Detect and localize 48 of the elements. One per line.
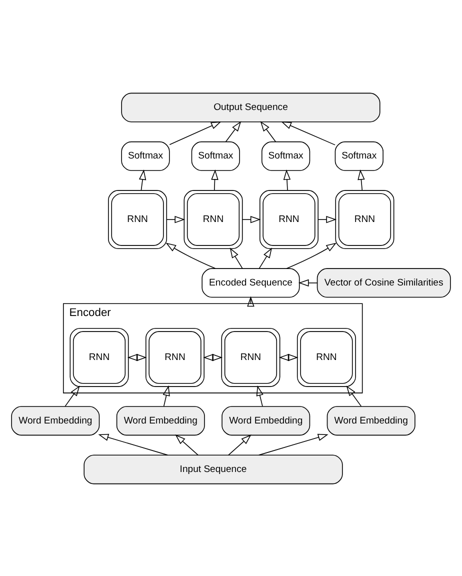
arrow bbox=[166, 242, 216, 268]
arrow bbox=[211, 168, 218, 190]
node-box: Output Sequence bbox=[121, 92, 380, 122]
arrow bbox=[138, 169, 146, 190]
node-box: RNN bbox=[221, 327, 280, 386]
node-box: RNN bbox=[296, 327, 356, 386]
arrow bbox=[175, 434, 198, 455]
arrow bbox=[318, 215, 337, 223]
node-box: Softmax bbox=[191, 140, 240, 170]
arrow bbox=[281, 120, 336, 145]
arrow bbox=[64, 385, 80, 406]
arrow bbox=[256, 384, 264, 406]
node-box: RNN bbox=[184, 190, 243, 249]
arrow bbox=[258, 247, 272, 268]
arrow bbox=[258, 433, 328, 455]
arrow bbox=[228, 434, 252, 455]
node-box: RNN bbox=[70, 327, 129, 386]
arrow bbox=[225, 120, 242, 142]
node-box: RNN bbox=[260, 190, 318, 249]
arrow bbox=[162, 384, 170, 406]
arrow bbox=[169, 120, 222, 144]
node-box: Word Embedding bbox=[11, 406, 100, 436]
node-box: RNN bbox=[108, 190, 168, 249]
arrow bbox=[166, 215, 186, 223]
arrow bbox=[230, 247, 243, 268]
arrow bbox=[358, 169, 365, 190]
arrow bbox=[203, 353, 223, 361]
node-box: Vector of Cosine Similarities bbox=[316, 268, 451, 298]
arrow bbox=[286, 242, 337, 268]
arrow bbox=[127, 353, 147, 361]
node-box: Encoded Sequence bbox=[202, 268, 300, 298]
arrow bbox=[247, 296, 254, 306]
node-box: Word Embedding bbox=[222, 406, 310, 436]
node-box: Word Embedding bbox=[116, 406, 205, 436]
node-box: Softmax bbox=[121, 140, 170, 170]
node-box: Input Sequence bbox=[84, 454, 343, 484]
node-box: RNN bbox=[146, 327, 204, 386]
arrow bbox=[278, 353, 298, 361]
arrow bbox=[346, 385, 362, 406]
node-box: Word Embedding bbox=[326, 406, 416, 436]
arrow bbox=[298, 278, 318, 286]
arrow bbox=[98, 433, 168, 455]
node-box: Softmax bbox=[262, 140, 310, 170]
arrow bbox=[283, 168, 291, 190]
node-box: RNN bbox=[335, 190, 394, 249]
node-box: Softmax bbox=[334, 140, 384, 170]
arrow bbox=[242, 215, 261, 223]
arrow bbox=[260, 120, 276, 142]
